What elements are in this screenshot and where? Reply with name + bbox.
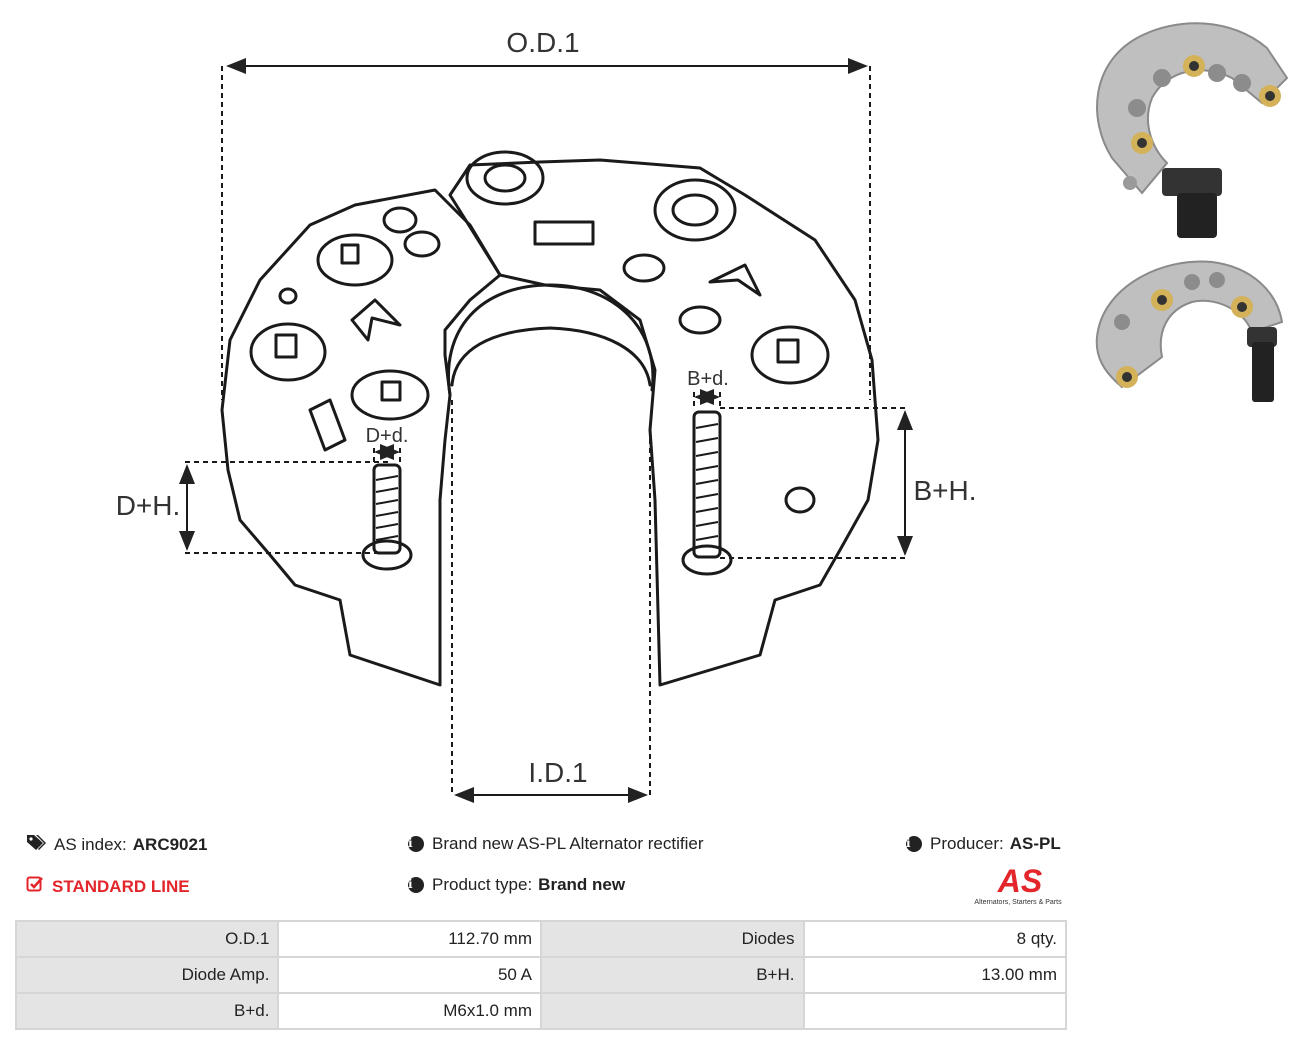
spec-label: Diodes [540, 920, 805, 958]
producer: i Producer: AS-PL [906, 834, 1061, 854]
product-type: i Product type: Brand new [408, 875, 625, 895]
table-row: Diode Amp. 50 A B+H. 13.00 mm [14, 956, 1067, 994]
spec-value: 112.70 mm [277, 920, 542, 958]
as-index-label: AS index: [54, 834, 127, 854]
standard-line-label: STANDARD LINE [52, 876, 190, 896]
table-row: B+d. M6x1.0 mm [14, 992, 1067, 1030]
spec-label: O.D.1 [14, 920, 280, 958]
specs-table: O.D.1 112.70 mm Diodes 8 qty. Diode Amp.… [14, 920, 1067, 1030]
dd-label: D+d. [366, 425, 409, 447]
dh-label: D+H. [116, 490, 181, 521]
product-photo-bottom [1082, 252, 1310, 422]
description: i Brand new AS-PL Alternator rectifier [408, 834, 704, 854]
as-pl-logo: AS Alternators, Starters & Parts [974, 863, 1062, 906]
table-row: O.D.1 112.70 mm Diodes 8 qty. [14, 920, 1067, 958]
spec-label: Diode Amp. [14, 956, 280, 994]
spec-value [802, 992, 1067, 1030]
bd-label: B+d. [687, 368, 729, 390]
spec-value: 8 qty. [802, 920, 1067, 958]
spec-value: 13.00 mm [802, 956, 1067, 994]
as-index: AS index: ARC9021 [26, 834, 207, 855]
logo-mark: AS [997, 863, 1043, 899]
spec-label [540, 992, 805, 1030]
spec-label: B+H. [540, 956, 805, 994]
rectifier-technical-drawing: O.D.1 I.D.1 D+H. D+d. B+H. B+d. [116, 27, 977, 803]
bh-label: B+H. [913, 475, 976, 506]
description-text: Brand new AS-PL Alternator rectifier [432, 834, 704, 853]
logo-tagline: Alternators, Starters & Parts [974, 899, 1062, 906]
product-photo-top [1082, 8, 1310, 240]
product-type-label: Product type: [432, 875, 533, 894]
as-index-value: ARC9021 [132, 834, 208, 854]
producer-label: Producer: [930, 834, 1004, 853]
tags-icon [26, 834, 46, 855]
product-type-value: Brand new [538, 875, 626, 894]
info-icon: i [408, 836, 424, 852]
rectifier-inner-bore [447, 283, 655, 397]
spec-value: 50 A [277, 956, 542, 994]
info-icon: i [906, 836, 922, 852]
producer-value: AS-PL [1009, 834, 1061, 853]
spec-label: B+d. [14, 992, 280, 1030]
rectifier-left-body [220, 188, 502, 687]
id-label: I.D.1 [528, 757, 587, 788]
info-icon: i [408, 877, 424, 893]
od-label: O.D.1 [506, 27, 579, 58]
standard-line: STANDARD LINE [26, 875, 190, 898]
rectifier-right-body [448, 158, 880, 687]
check-square-icon [26, 875, 44, 898]
spec-value: M6x1.0 mm [277, 992, 542, 1030]
